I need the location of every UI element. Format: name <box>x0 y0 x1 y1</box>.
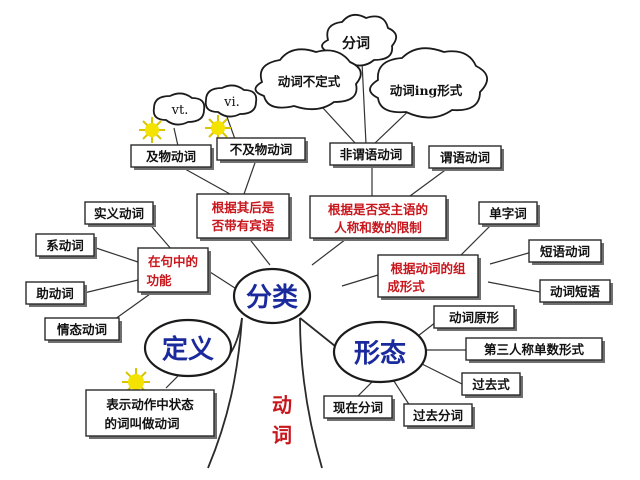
box-past-tense: 过去式 <box>461 372 523 398</box>
trunk-label-char-2: 词 <box>272 423 292 447</box>
cloud-ing-form: 动词ing形式 <box>369 47 488 119</box>
svg-text:短语动词: 短语动词 <box>540 244 590 259</box>
vt-label: vt. <box>171 103 189 118</box>
box-transitive-verb: 及物动词 <box>130 144 214 170</box>
box-third-person-singular: 第三人称单数形式 <box>465 337 605 363</box>
box-past-participle: 过去分词 <box>403 403 475 429</box>
ellipse-definition: 定义 <box>143 318 233 378</box>
svg-text:动词原形: 动词原形 <box>449 310 500 325</box>
svg-text:根据动词的组: 根据动词的组 <box>390 261 466 276</box>
svg-text:根据是否受主语的: 根据是否受主语的 <box>328 202 428 217</box>
ellipse-classify: 分类 <box>232 267 312 325</box>
box-composition-criterion: 根据动词的组 成形式 <box>377 254 481 300</box>
svg-text:成形式: 成形式 <box>387 279 425 294</box>
box-base-form: 动词原形 <box>433 305 517 331</box>
box-single-word: 单字词 <box>478 201 540 227</box>
cloud-infinitive-label: 动词不定式 <box>278 74 341 89</box>
cloud-infinitive: 动词不定式 <box>254 48 362 111</box>
svg-text:在句中的: 在句中的 <box>148 254 198 269</box>
svg-text:情态动词: 情态动词 <box>57 322 107 337</box>
classify-label: 分类 <box>246 283 298 313</box>
box-intransitive-verb: 不及物动词 <box>216 137 308 163</box>
svg-text:动词短语: 动词短语 <box>550 284 601 299</box>
svg-text:不及物动词: 不及物动词 <box>230 142 293 157</box>
svg-text:功能: 功能 <box>146 273 172 288</box>
svg-text:系动词: 系动词 <box>46 238 84 253</box>
ellipse-forms: 形态 <box>332 320 428 384</box>
box-finite-verb: 谓语动词 <box>428 145 504 171</box>
box-linking-verb: 系动词 <box>35 233 97 259</box>
svg-text:单字词: 单字词 <box>489 206 527 221</box>
svg-text:过去式: 过去式 <box>472 377 510 392</box>
svg-text:及物动词: 及物动词 <box>146 149 196 164</box>
box-definition-text: 表示动作中状态 的词叫做动词 <box>85 389 217 439</box>
svg-text:助动词: 助动词 <box>36 286 74 301</box>
box-verb-phrase: 动词短语 <box>539 279 613 305</box>
svg-text:的词叫做动词: 的词叫做动词 <box>104 416 179 431</box>
svg-text:现在分词: 现在分词 <box>333 400 383 415</box>
box-phrasal-verb: 短语动词 <box>528 239 604 265</box>
sun-icon <box>122 368 150 396</box>
svg-text:根据其后是: 根据其后是 <box>212 200 275 215</box>
svg-text:否带有宾语: 否带有宾语 <box>211 218 275 233</box>
sun-icon <box>205 115 231 141</box>
svg-text:谓语动词: 谓语动词 <box>440 150 490 165</box>
box-non-finite-verb: 非谓语动词 <box>329 142 415 168</box>
box-modal-verb: 情态动词 <box>44 317 122 343</box>
trunk-label-char-1: 动 <box>272 393 292 417</box>
definition-label: 定义 <box>162 334 214 365</box>
sun-icon <box>139 117 165 143</box>
box-present-participle: 现在分词 <box>323 395 395 421</box>
forms-label: 形态 <box>354 338 406 369</box>
vi-label: vi. <box>223 95 240 110</box>
cloud-participle-label: 分词 <box>342 36 370 52</box>
svg-text:表示动作中状态: 表示动作中状态 <box>105 397 194 412</box>
bubble-vt: vt. <box>152 92 206 126</box>
box-auxiliary-verb: 助动词 <box>25 281 87 307</box>
bubble-vi: vi. <box>204 84 258 118</box>
svg-text:非谓语动词: 非谓语动词 <box>340 147 403 162</box>
svg-text:人称和数的限制: 人称和数的限制 <box>334 220 422 235</box>
svg-text:实义动词: 实义动词 <box>94 206 144 221</box>
svg-text:过去分词: 过去分词 <box>413 408 463 423</box>
svg-text:第三人称单数形式: 第三人称单数形式 <box>484 342 585 357</box>
box-function-criterion: 在句中的 功能 <box>137 247 211 295</box>
box-object-criterion: 根据其后是 否带有宾语 <box>196 193 292 241</box>
box-notional-verb: 实义动词 <box>84 201 156 227</box>
box-subject-criterion: 根据是否受主语的 人称和数的限制 <box>309 195 449 241</box>
cloud-ing-form-label: 动词ing形式 <box>390 83 463 98</box>
